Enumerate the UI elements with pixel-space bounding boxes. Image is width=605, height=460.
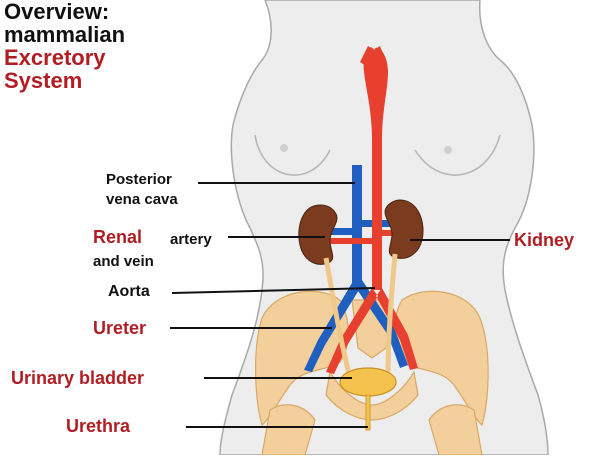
label-urinary-bladder: Urinary bladder — [11, 369, 144, 387]
label-aorta: Aorta — [108, 284, 150, 300]
label-ureter: Ureter — [93, 319, 146, 337]
title-line-4: System — [4, 69, 125, 92]
title-line-1: Overview: — [4, 0, 125, 23]
title-line-2: mammalian — [4, 23, 125, 46]
left-kidney — [299, 205, 337, 264]
urethra — [366, 395, 370, 430]
right-nipple — [444, 146, 452, 154]
label-vena-cava: vena cava — [106, 192, 178, 207]
label-urethra: Urethra — [66, 417, 130, 435]
left-femur — [262, 405, 315, 455]
label-posterior: Posterior — [106, 172, 172, 187]
right-femur — [429, 405, 482, 455]
label-kidney: Kidney — [514, 231, 574, 249]
title-line-3: Excretory — [4, 46, 125, 69]
label-and-vein: and vein — [93, 254, 154, 269]
left-nipple — [280, 144, 288, 152]
label-artery: artery — [170, 232, 212, 247]
label-renal: Renal — [93, 228, 142, 246]
diagram-title: Overview: mammalian Excretory System — [4, 0, 125, 92]
urinary-bladder — [340, 368, 396, 396]
